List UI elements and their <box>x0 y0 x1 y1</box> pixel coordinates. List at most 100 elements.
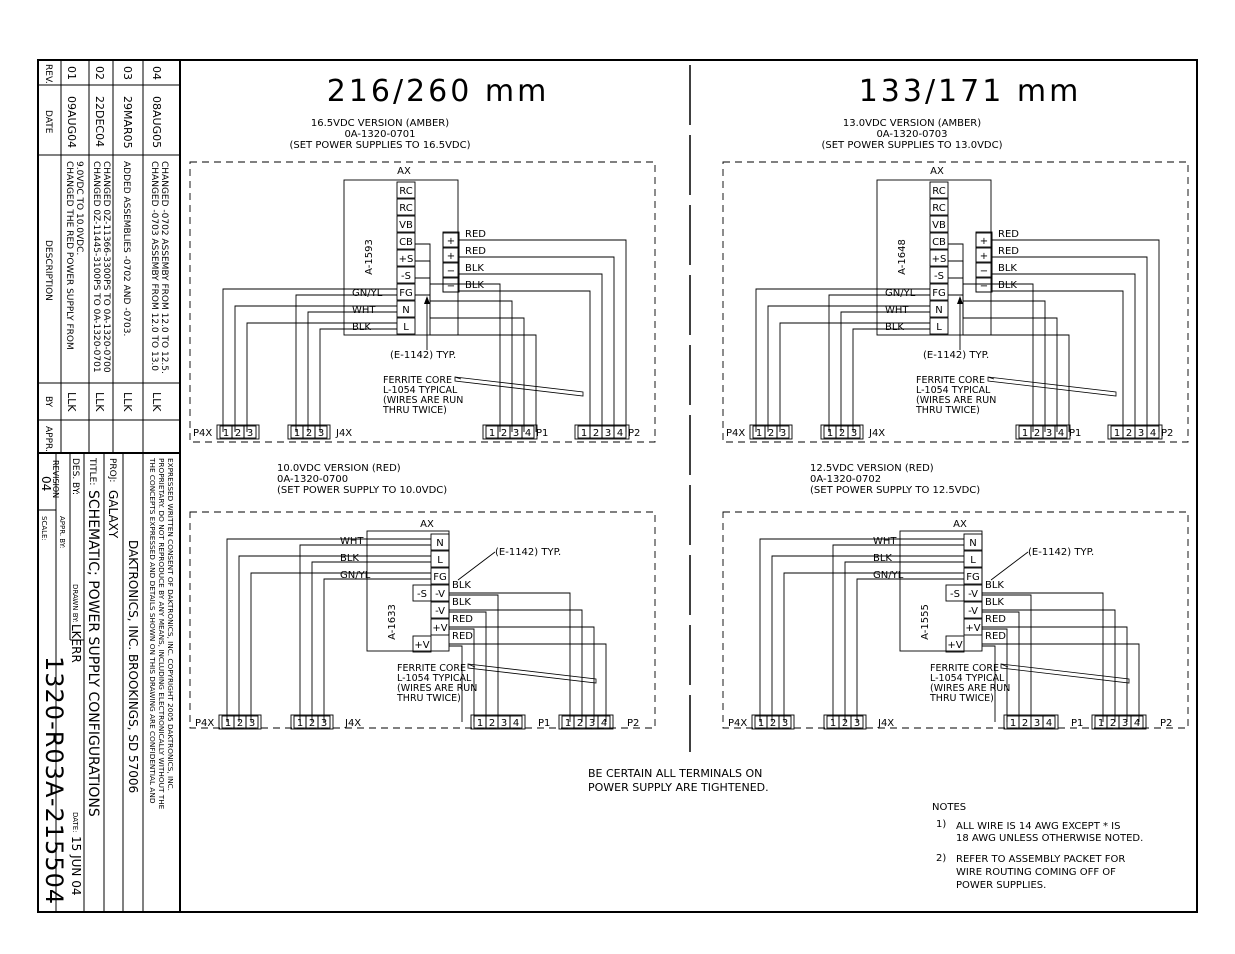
psu-body <box>876 179 992 336</box>
pin-number: 1 <box>581 428 587 439</box>
pin-number: 1 <box>477 718 483 729</box>
ac-wire <box>832 544 964 722</box>
wire-color-label: WHT <box>352 305 376 316</box>
block-header-left-top: 16.5VDC VERSION (AMBER) 0A-1320-0701 (SE… <box>289 118 470 151</box>
terminal-n <box>963 533 983 551</box>
connector-pin <box>1146 425 1160 439</box>
connector-label: P4X <box>195 718 214 729</box>
rev-number: 04 <box>150 66 163 80</box>
scale-label: SCALE: <box>40 516 48 541</box>
right-column-title: 133/171 mm <box>859 74 1082 109</box>
part-number: 0A-1320-0700 <box>277 474 348 485</box>
ferrite-label: (WIRES ARE RUN <box>916 395 996 406</box>
terminal-label: -S <box>417 589 427 600</box>
dc-terminal-label: + <box>447 236 455 247</box>
rev-number: 01 <box>65 66 78 80</box>
terminal-l <box>963 550 983 568</box>
pin-number: 1 <box>1022 428 1028 439</box>
callout-leader <box>990 551 1029 581</box>
connector-pin <box>847 425 861 439</box>
by-header: BY <box>43 396 53 408</box>
wire-color-label: GN/YL <box>873 570 904 581</box>
terminal-label: -S <box>401 271 411 282</box>
dc-wire <box>415 294 537 432</box>
terminal-ps <box>396 249 416 267</box>
rev-description: CHANGED -0703 ASSEMBY FROM 12.0 TO 13.0 <box>149 161 159 371</box>
voltage-note: (SET POWER SUPPLIES TO 16.5VDC) <box>289 140 470 151</box>
terminal-ps <box>929 249 949 267</box>
version-label: 12.5VDC VERSION (RED) <box>810 463 934 474</box>
date-label: DATE: <box>71 812 79 833</box>
pin-number: 1 <box>827 428 833 439</box>
ac-wire <box>840 311 930 432</box>
terminal-label: +V <box>414 640 429 651</box>
pin-number: 3 <box>1122 718 1128 729</box>
pin-number: 3 <box>321 718 327 729</box>
terminal-fg <box>430 567 450 585</box>
rev-date: 09AUG04 <box>65 96 78 148</box>
pin-number: 4 <box>1046 718 1052 729</box>
callout-label: (E-1142) TYP. <box>1028 547 1094 558</box>
dc-wire <box>1023 273 1136 432</box>
terminal-label: CB <box>399 237 413 248</box>
rev-description: CHANGED THE RED POWER SUPPLY FROM <box>64 161 74 350</box>
ferrite-label: (WIRES ARE RUN <box>397 683 477 694</box>
ac-wire <box>319 328 397 432</box>
connector-label: P4X <box>728 718 747 729</box>
block-header-left-bottom: 10.0VDC VERSION (RED) 0A-1320-0700 (SET … <box>277 463 447 496</box>
note-text: ALL WIRE IS 14 AWG EXCEPT * IS <box>956 821 1120 832</box>
wire-color-label: RED <box>452 614 473 625</box>
pin-number: 3 <box>1034 718 1040 729</box>
wire-color-label: RED <box>998 229 1019 240</box>
psu-ax: AX <box>930 166 944 177</box>
pin-number: 1 <box>294 428 300 439</box>
callout-label: (E-1142) TYP. <box>390 350 456 361</box>
terminal-label: RC <box>399 186 412 197</box>
terminal-label: -S <box>950 589 960 600</box>
wire-color-label: RED <box>465 246 486 257</box>
pin-number: 3 <box>782 718 788 729</box>
ferrite-core <box>987 376 1117 397</box>
ferrite-label: FERRITE CORE <box>383 375 452 386</box>
pin-number: 1 <box>1010 718 1016 729</box>
terminal-l <box>430 550 450 568</box>
date-value: 15 JUN 04 <box>69 836 83 895</box>
connector-label: J4X <box>344 718 361 729</box>
dc-wire <box>982 611 1020 722</box>
wire-color-label: BLK <box>985 580 1004 591</box>
pin-number: 2 <box>768 428 774 439</box>
terminal-label: N <box>402 305 409 316</box>
tighten-note: POWER SUPPLY ARE TIGHTENED. <box>588 781 769 794</box>
pin-number: 1 <box>1114 428 1120 439</box>
connector-p1 <box>1015 424 1071 440</box>
connector-j4x <box>823 714 867 730</box>
dc-terminal-label: − <box>980 266 988 277</box>
terminal-pv <box>412 635 432 653</box>
pin-number: 3 <box>501 718 507 729</box>
dc-wire <box>490 273 603 432</box>
connector-pin <box>521 425 535 439</box>
ac-wire <box>771 555 964 722</box>
proj-value: GALAXY <box>106 490 120 539</box>
note-number: 2) <box>936 853 946 864</box>
dc-wire <box>449 626 595 722</box>
connector-label: P1 <box>1071 718 1083 729</box>
pin-number: 1 <box>1098 718 1104 729</box>
connector-pin <box>245 715 259 729</box>
dc-terminal-label: + <box>980 251 988 262</box>
psu-model: A-1648 <box>897 239 908 275</box>
note-text: 18 AWG UNLESS OTHERWISE NOTED. <box>956 833 1143 844</box>
pin-number: 2 <box>501 428 507 439</box>
connector-p2 <box>1107 424 1163 440</box>
pin-number: 3 <box>249 718 255 729</box>
dc-wire <box>490 256 615 432</box>
ferrite-label: L-1054 TYPICAL <box>383 385 458 396</box>
connector-label: P2 <box>1160 718 1172 729</box>
terminal-pv <box>945 635 965 653</box>
wire-color-label: BLK <box>352 322 371 333</box>
dc-wire <box>982 645 996 722</box>
wire-color-label: BLK <box>998 263 1017 274</box>
rev-date: 22DEC04 <box>93 96 106 147</box>
terminal-label: N <box>969 538 976 549</box>
appr-header: APPR. <box>43 426 53 452</box>
